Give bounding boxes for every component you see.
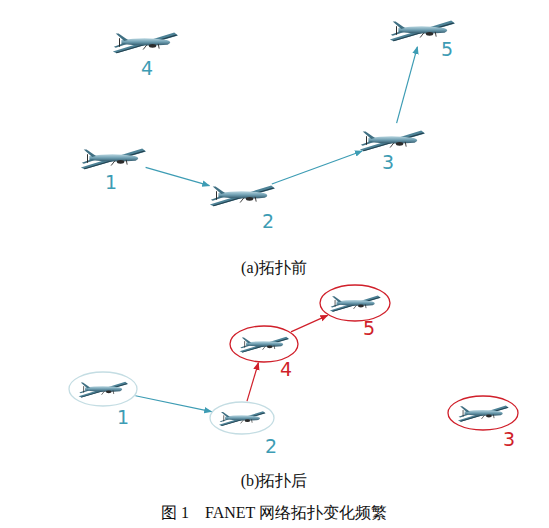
panel-label: (a)拓扑前 — [241, 258, 307, 277]
uav-number: 1 — [105, 173, 117, 192]
node-ring — [210, 402, 274, 434]
panel-label: (b)拓扑后 — [241, 471, 308, 490]
uav-shape — [319, 284, 391, 322]
uav-icon — [360, 131, 425, 152]
uav-icon — [210, 186, 275, 207]
uav-number: 4 — [280, 360, 292, 379]
link-arrow — [272, 151, 362, 184]
uav-node: 1 — [74, 141, 152, 175]
uav-number: 2 — [262, 212, 274, 231]
uav-node: 5 — [383, 13, 461, 47]
uav-node: 3 — [353, 123, 431, 157]
uav-node: 4 — [106, 25, 184, 59]
link-arrow — [397, 47, 418, 123]
uav-shape — [106, 25, 184, 59]
uav-number: 2 — [265, 437, 277, 456]
uav-icon — [390, 21, 455, 42]
uav-node: 5 — [319, 284, 391, 322]
uav-node: 4 — [229, 325, 299, 363]
uav-shape — [74, 141, 152, 175]
uav-shape — [447, 395, 519, 431]
node-ring — [320, 285, 390, 321]
uav-icon — [330, 296, 381, 312]
node-ring — [69, 372, 137, 406]
uav-node: 2 — [209, 401, 275, 435]
uav-number: 5 — [363, 319, 375, 338]
uav-number: 1 — [117, 408, 129, 427]
uav-number: 5 — [441, 40, 453, 59]
uav-icon — [81, 149, 146, 170]
uav-shape — [229, 325, 299, 363]
node-ring — [230, 326, 298, 362]
uav-number: 3 — [382, 153, 394, 172]
uav-icon — [79, 382, 129, 398]
uav-node: 1 — [68, 371, 138, 407]
uav-icon — [113, 33, 178, 54]
link-arrow — [146, 167, 210, 185]
figure-caption: 图 1 FANET 网络拓扑变化频繁 — [161, 503, 387, 522]
link-arrow — [291, 315, 328, 332]
uav-number: 4 — [141, 59, 153, 78]
node-ring — [448, 396, 518, 430]
uav-shape — [68, 371, 138, 407]
link-arrow — [247, 363, 258, 401]
uav-icon — [240, 337, 290, 353]
uav-number: 3 — [503, 430, 515, 449]
uav-shape — [209, 401, 275, 435]
uav-node: 2 — [203, 178, 281, 212]
uav-node: 3 — [447, 395, 519, 431]
link-arrow — [135, 396, 211, 412]
uav-shape — [203, 178, 281, 212]
uav-icon — [458, 406, 509, 422]
uav-icon — [219, 411, 266, 426]
